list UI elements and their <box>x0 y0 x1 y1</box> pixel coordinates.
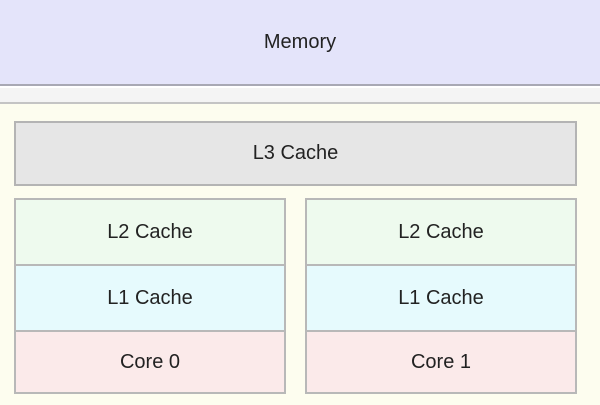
l3-cache-block: L3 Cache <box>14 121 577 186</box>
l2-cache-label: L2 Cache <box>398 220 484 243</box>
bus-divider <box>0 88 600 104</box>
l1-cache-label: L1 Cache <box>398 286 484 309</box>
l3-cache-label: L3 Cache <box>252 142 339 164</box>
core-1-block: Core 1 <box>307 332 575 392</box>
l1-cache-block-core-1: L1 Cache <box>307 266 575 332</box>
core-label: Core 0 <box>119 350 181 373</box>
l2-cache-block-core-0: L2 Cache <box>16 200 284 266</box>
l1-cache-label: L1 Cache <box>107 286 193 309</box>
l1-cache-block-core-0: L1 Cache <box>16 266 284 332</box>
core-1-group: L2 Cache L1 Cache Core 1 <box>305 198 577 394</box>
core-0-block: Core 0 <box>16 332 284 392</box>
l2-cache-block-core-1: L2 Cache <box>307 200 575 266</box>
core-0-group: L2 Cache L1 Cache Core 0 <box>14 198 286 394</box>
memory-block: Memory <box>0 0 600 86</box>
memory-label: Memory <box>263 30 337 53</box>
l2-cache-label: L2 Cache <box>107 220 193 243</box>
core-label: Core 1 <box>410 350 472 373</box>
